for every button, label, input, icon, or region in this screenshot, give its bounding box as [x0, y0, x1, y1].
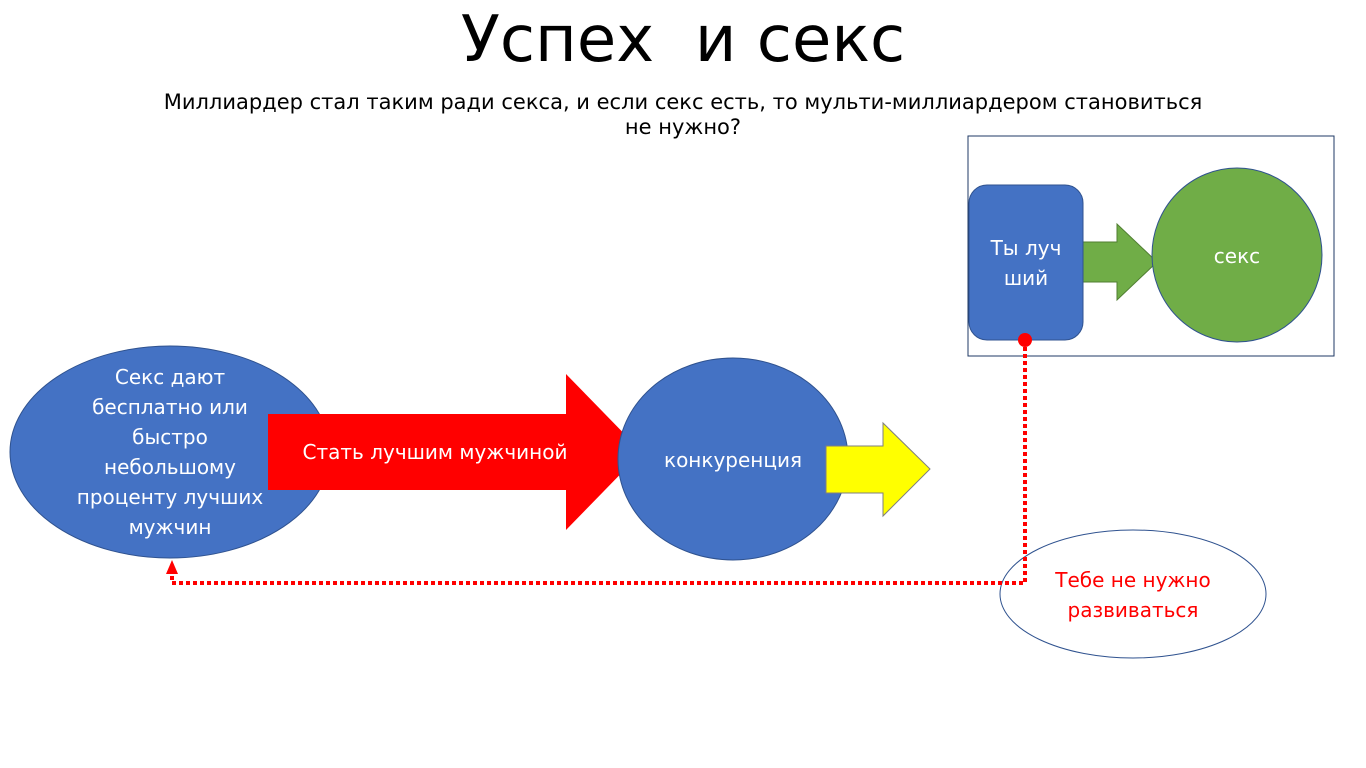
group-frame [967, 135, 1335, 357]
best-label: Ты лучший [990, 235, 1062, 290]
slide-subtitle: Миллиардер стал таким ради секса, и если… [163, 90, 1203, 139]
become-best-label: Стать лучшим мужчиной [302, 440, 568, 464]
feedback-connector [170, 340, 1027, 585]
free-sex-label: Секс дают бесплатно или быстро небольшом… [76, 365, 264, 539]
become-best-arrow [268, 374, 642, 530]
sex-label: секс [1213, 244, 1261, 268]
connector-start-dot [1018, 333, 1032, 347]
yellow-arrow [825, 421, 931, 518]
competition-label: конкуренция [663, 448, 803, 472]
green-arrow [1082, 222, 1158, 302]
connector-arrowhead [166, 560, 178, 574]
slide-title: Успех и секс [460, 3, 906, 77]
no-need-ellipse [999, 529, 1267, 659]
sex-circle [1151, 167, 1323, 343]
no-need-label: Тебе не нужно развиваться [1055, 568, 1211, 622]
